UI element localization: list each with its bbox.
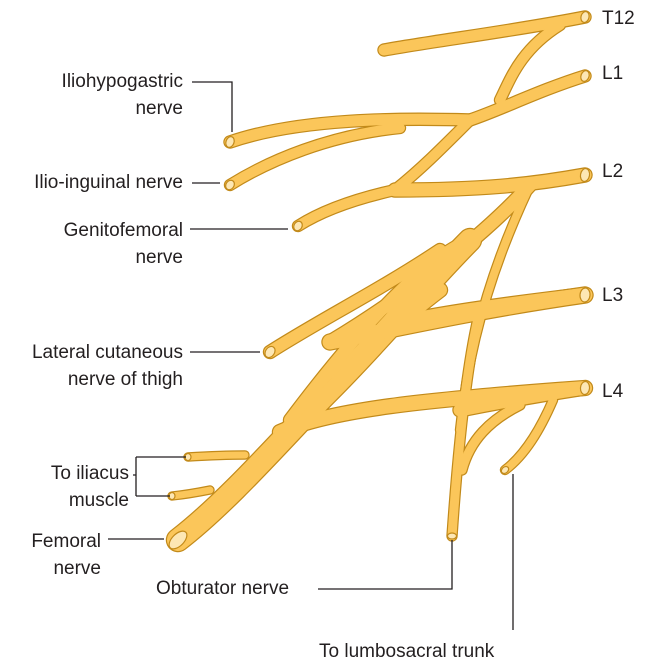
label-iliohypogastric-line1: Iliohypogastric [61, 71, 183, 92]
l2-end [579, 167, 591, 183]
nerve-l4-to-obturator [457, 400, 525, 475]
nerve-cut-ends [168, 10, 591, 550]
genitofemoral-end [293, 220, 303, 232]
leader-iliohypogastric [192, 81, 233, 132]
root-label-l1: L1 [602, 63, 624, 84]
label-femoral-line2: nerve [53, 558, 101, 579]
nerve-l4-root [453, 381, 592, 417]
nerve-fills [167, 11, 593, 551]
label-lateral-cutaneous-line1: Lateral cutaneous [31, 342, 183, 363]
lumbosacral-end [500, 465, 510, 475]
nerve-l3-root [383, 288, 592, 332]
label-genitofemoral-line1: Genitofemoral [63, 220, 183, 241]
label-iliacus-line2: muscle [68, 490, 129, 511]
obturator-end [446, 532, 458, 540]
nerve-t12-branch [495, 20, 565, 105]
label-iliohypogastric-line2: nerve [135, 98, 183, 119]
femoral-end [168, 530, 188, 550]
label-genitofemoral-line2: nerve [135, 247, 183, 268]
nerve-l1-to-l2-connector [390, 115, 475, 195]
nerve-lateral-cutaneous [264, 244, 446, 358]
root-label-t12: T12 [602, 8, 635, 29]
label-leader-lines [108, 81, 514, 630]
label-iliacus-line1: To iliacus [50, 463, 129, 484]
nerve-l2-root [388, 168, 592, 197]
l3-end [579, 287, 591, 303]
label-obturator: Obturator nerve [156, 578, 290, 599]
label-lumbosacral: To lumbosacral trunk [319, 641, 495, 662]
root-label-l4: L4 [602, 381, 624, 402]
iliohypogastric-end [225, 136, 235, 148]
leader-iliacus [133, 456, 186, 497]
nerve-iliacus-upper [184, 451, 249, 461]
l1-end [580, 70, 590, 82]
nerve-l2-descending [323, 178, 537, 349]
t12-end [580, 10, 590, 24]
label-lateral-cutaneous-line2: nerve of thigh [67, 369, 183, 390]
leader-obturator [318, 540, 453, 590]
ilioinguinal-end [225, 179, 235, 191]
nerve-ilioinguinal [225, 123, 405, 190]
label-femoral-line1: Femoral [31, 531, 101, 552]
nerve-iliohypogastric [224, 113, 476, 148]
lateral-cutaneous-end [264, 345, 276, 359]
nerve-lumbosacral-trunk [501, 396, 557, 474]
l4-end [579, 380, 591, 396]
nerve-l3-descending [447, 305, 485, 541]
nerve-genitofemoral [293, 185, 400, 231]
nerve-l1-root [464, 70, 591, 126]
nerve-femoral-upper [323, 283, 447, 397]
root-label-l3: L3 [602, 285, 624, 306]
root-label-l2: L2 [602, 161, 624, 182]
label-ilioinguinal: Ilio-inguinal nerve [34, 172, 183, 193]
